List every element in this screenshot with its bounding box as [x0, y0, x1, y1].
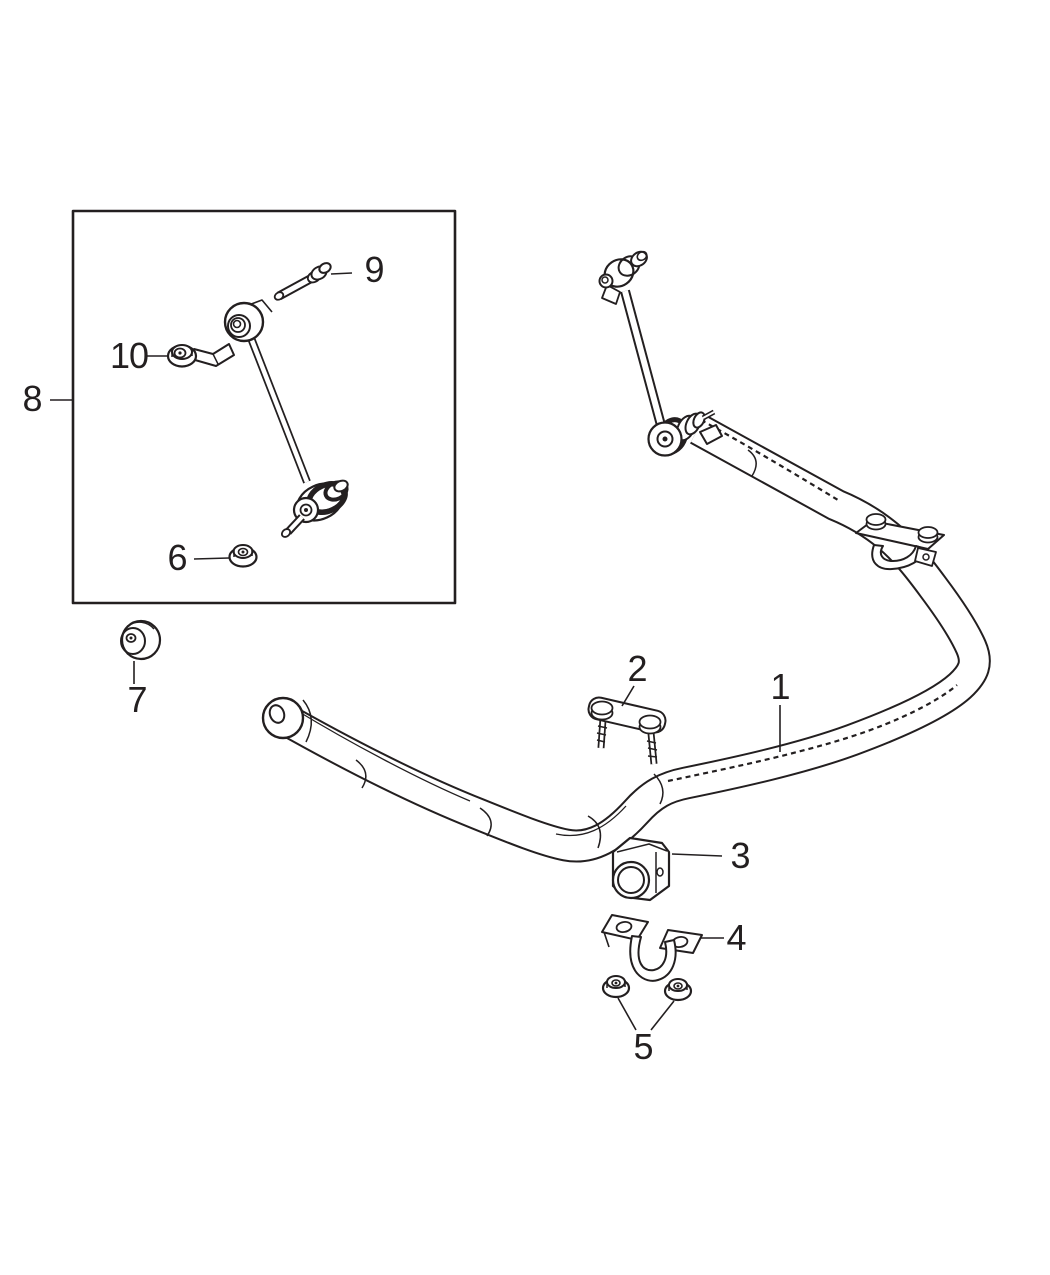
- stabilizer-bar: [261, 414, 991, 863]
- bar-eye-end: [261, 696, 312, 743]
- flange-nut-right: [663, 978, 693, 1002]
- bar-mount-bracket: [855, 513, 945, 571]
- callout-1-stabilizer-bar: 1: [770, 666, 790, 707]
- callout-2-stud-plate: 2: [627, 648, 647, 689]
- leader-lines: [50, 272, 781, 1031]
- stabilizer-link-installed: [598, 250, 723, 457]
- link-bolt: [273, 262, 332, 301]
- callout-8-link-kit: 8: [22, 378, 42, 419]
- callout-7-small-bushing: 7: [127, 679, 147, 720]
- bar-bushing: [611, 836, 671, 902]
- link-assembly: [223, 299, 349, 538]
- small-bushing: [120, 619, 162, 661]
- callout-6-link-nut: 6: [167, 537, 187, 578]
- bushing-bracket: [601, 914, 703, 982]
- link-nut: [228, 544, 258, 568]
- stud-plate: [587, 696, 667, 765]
- callout-4-bracket: 4: [726, 917, 746, 958]
- callout-10-flag-nut: 10: [109, 335, 149, 376]
- callout-3-bushing: 3: [730, 835, 750, 876]
- flange-nut-left: [601, 975, 631, 999]
- callout-9-bolt: 9: [364, 249, 384, 290]
- link-kit-box: [71, 209, 457, 605]
- flag-nut: [166, 343, 235, 368]
- bracket-nuts: [601, 975, 693, 1002]
- callout-5-nuts: 5: [633, 1026, 653, 1067]
